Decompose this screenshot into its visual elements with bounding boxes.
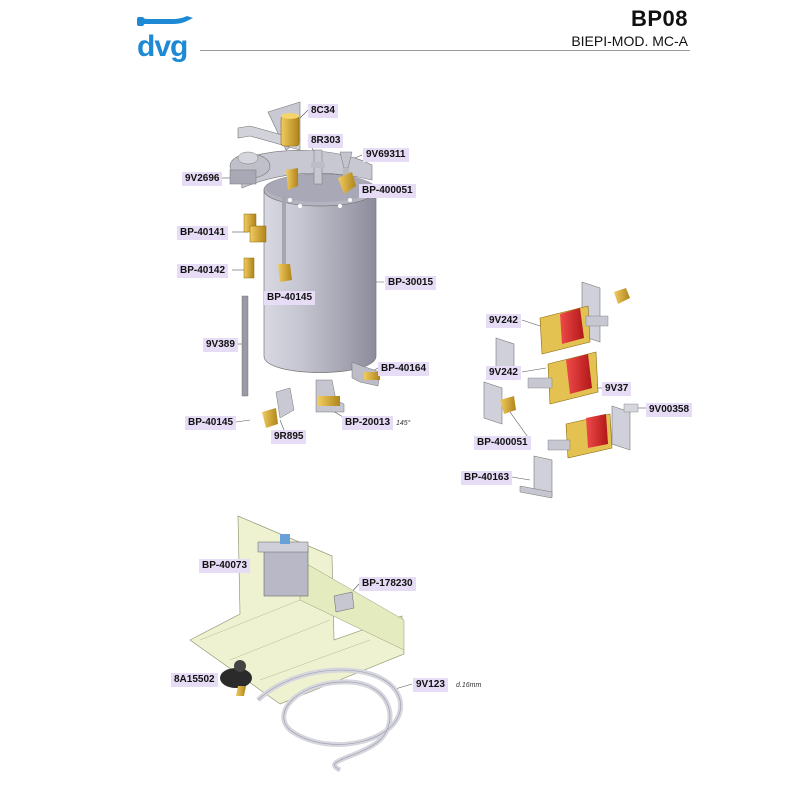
label-9V37: 9V37 xyxy=(602,382,632,396)
dvg-logo: dvg xyxy=(137,16,193,63)
label-9V123: 9V123 xyxy=(413,678,448,692)
label-8A15502: 8A15502 xyxy=(171,673,218,687)
label-BP-20013: BP-20013 xyxy=(342,416,394,430)
label-BP-40145-top: BP-40145 xyxy=(264,291,316,305)
note-angle: 145° xyxy=(396,420,411,427)
label-9R895: 9R895 xyxy=(271,430,307,444)
svg-text:dvg: dvg xyxy=(137,30,187,63)
drawing-subtitle: BIEPI-MOD. MC-A xyxy=(571,33,688,49)
label-8R303: 8R303 xyxy=(308,134,344,148)
label-9V00358: 9V00358 xyxy=(646,403,693,417)
label-BP-30015: BP-30015 xyxy=(385,276,437,290)
label-BP-40141: BP-40141 xyxy=(177,226,229,240)
header-rule xyxy=(200,50,690,51)
label-BP-40073: BP-40073 xyxy=(199,559,251,573)
label-BP-40145-bottom: BP-40145 xyxy=(185,416,237,430)
label-9V69311: 9V69311 xyxy=(363,148,409,162)
label-9V389: 9V389 xyxy=(203,338,238,352)
label-BP-400051-mid: BP-400051 xyxy=(474,436,531,450)
label-BP-40163: BP-40163 xyxy=(461,471,513,485)
label-BP-40164: BP-40164 xyxy=(378,362,430,376)
label-BP-178230: BP-178230 xyxy=(359,577,416,591)
label-8C34: 8C34 xyxy=(308,104,338,118)
note-diameter: d.16mm xyxy=(456,682,482,689)
label-9V2696: 9V2696 xyxy=(182,172,223,186)
label-9V242-a: 9V242 xyxy=(486,314,521,328)
drawing-code: BP08 xyxy=(630,6,688,31)
label-BP-400051-top: BP-400051 xyxy=(359,184,416,198)
label-BP-40142: BP-40142 xyxy=(177,264,229,278)
label-9V242-b: 9V242 xyxy=(486,366,521,380)
